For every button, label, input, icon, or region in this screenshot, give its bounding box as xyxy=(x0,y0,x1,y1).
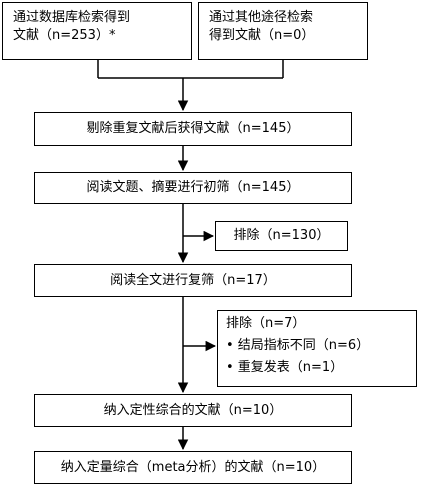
fulltext-box: 阅读全文进行复筛（n=17） xyxy=(34,264,352,297)
dedup-label: 剔除重复文献后获得文献（n=145） xyxy=(86,121,300,136)
qualitative-box: 纳入定性综合的文献（n=10） xyxy=(34,394,352,427)
source-database-box: 通过数据库检索得到 文献（n=253）* xyxy=(2,2,192,60)
quantitative-label: 纳入定量综合（meta分析）的文献（n=10） xyxy=(60,459,326,475)
source-other-line1: 通过其他途径检索 xyxy=(209,10,314,25)
quantitative-box: 纳入定量综合（meta分析）的文献（n=10） xyxy=(34,451,352,484)
source-database-line2: 文献（n=253）* xyxy=(13,28,116,43)
exclude2-title: 排除（n=7） xyxy=(226,316,306,331)
qualitative-label: 纳入定性综合的文献（n=10） xyxy=(103,402,283,418)
exclude1-box: 排除（n=130） xyxy=(215,221,348,251)
exclude2-bullet-2: • 重复发表（n=1） xyxy=(226,360,344,375)
exclude1-label: 排除（n=130） xyxy=(233,228,330,243)
dedup-box: 剔除重复文献后获得文献（n=145） xyxy=(34,112,352,146)
exclude2-bullet-1: • 结局指标不同（n=6） xyxy=(226,338,370,353)
exclude2-box: 排除（n=7） • 结局指标不同（n=6） • 重复发表（n=1） xyxy=(217,310,417,387)
title-abstract-box: 阅读文题、摘要进行初筛（n=145） xyxy=(34,172,352,204)
source-other-line2: 得到文献（n=0） xyxy=(209,28,315,43)
source-other-box: 通过其他途径检索 得到文献（n=0） xyxy=(198,2,368,60)
title-abstract-label: 阅读文题、摘要进行初筛（n=145） xyxy=(86,180,300,195)
source-database-line1: 通过数据库检索得到 xyxy=(13,10,131,25)
fulltext-label: 阅读全文进行复筛（n=17） xyxy=(110,272,276,288)
